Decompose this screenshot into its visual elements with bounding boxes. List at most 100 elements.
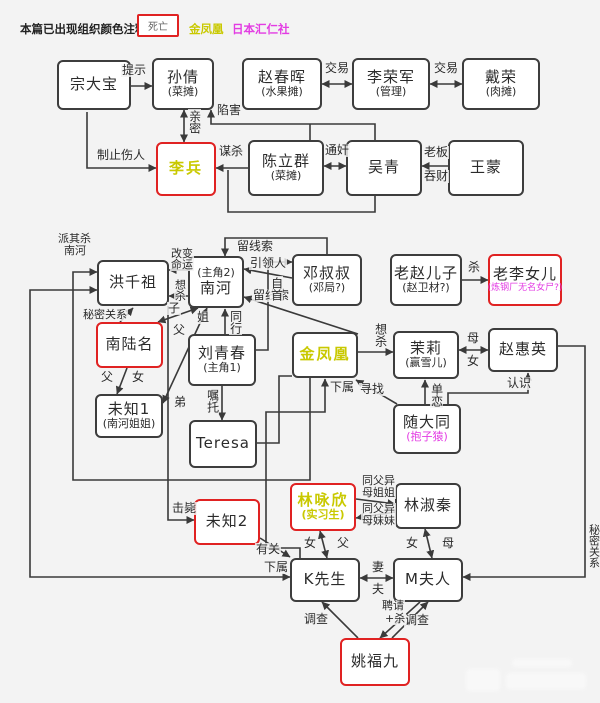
edge-label: 有关 <box>255 542 282 556</box>
edge-label: 想杀 <box>173 278 187 302</box>
node-subtitle: (菜摊) <box>167 85 199 99</box>
edge-label: 父 <box>336 536 351 550</box>
node-label: 南陆名 <box>105 335 154 354</box>
node-subtitle: (主角1) <box>203 361 241 375</box>
node-moli[interactable]: 茉莉(赢雪儿) <box>393 331 459 379</box>
node-weizhi2[interactable]: 未知2 <box>194 499 260 545</box>
node-subtitle: (管理) <box>375 85 407 99</box>
edge-label: 女 <box>405 536 420 550</box>
edge-wuqing-sunqian <box>207 109 376 140</box>
edge-label: 同父异 <box>361 502 396 515</box>
node-mfuren[interactable]: M夫人 <box>393 558 463 602</box>
edge-label: 女 <box>466 354 481 368</box>
edge-kxiansheng-jinfenghuang <box>265 378 329 558</box>
edge-label: 夫 <box>371 582 386 596</box>
edge-jinfenghuang-nanhe <box>243 295 359 335</box>
edge-label: 南河 <box>63 244 87 257</box>
edge-label: 母 <box>466 331 481 345</box>
node-label: 赵春晖 <box>257 68 306 87</box>
edge-label: 下属 <box>329 380 356 394</box>
node-linshuqin[interactable]: 林淑秦 <box>395 483 461 529</box>
edge-hongqianzu-kxiansheng <box>29 286 291 581</box>
edge-dengshushu-nanhe <box>221 237 328 257</box>
edge-label: 亲密 <box>187 109 202 135</box>
edge-jinfenghuang-hongqianzu <box>72 268 311 481</box>
node-label: Teresa <box>196 434 250 453</box>
node-label: 宗大宝 <box>69 75 118 94</box>
edge-label: 母姐姐 <box>361 486 396 499</box>
edge-teresa-jinfenghuang <box>257 375 292 444</box>
node-linyongxin[interactable]: 林咏欣(实习生) <box>290 483 356 531</box>
legend-death-box: 死亡 <box>137 14 179 37</box>
node-nanhe[interactable]: (主角2)南河 <box>188 256 244 308</box>
node-dengshushu[interactable]: 邓叔叔(邓局?) <box>292 254 362 306</box>
node-weizhi1[interactable]: 未知1(南河姐姐) <box>95 394 163 438</box>
node-chenliqun[interactable]: 陈立群(菜摊) <box>248 140 324 196</box>
node-label: 陈立群 <box>261 152 310 171</box>
node-teresa[interactable]: Teresa <box>189 420 257 468</box>
node-wuqing[interactable]: 吴青 <box>346 140 422 196</box>
edge-label: 提示 <box>121 63 148 77</box>
node-label: 茉莉 <box>409 339 442 358</box>
edge-label: 谋杀 <box>218 144 245 158</box>
node-label: 孙倩 <box>166 68 199 87</box>
node-subtitle: (肉摊) <box>485 85 517 99</box>
edge-label: 弟 <box>173 395 188 409</box>
legend-death-label: 死亡 <box>148 22 168 33</box>
node-suidatong[interactable]: 随大同(抱子猿) <box>393 404 461 454</box>
edge-label: 认识 <box>506 376 533 390</box>
node-label: 姚福九 <box>350 652 399 671</box>
node-dairong[interactable]: 戴荣(肉摊) <box>462 58 540 110</box>
legend-org-jinfenghuang: 金凤凰 <box>189 22 224 36</box>
node-label: 李兵 <box>168 159 203 178</box>
node-zhaohuiying[interactable]: 赵惠英 <box>488 328 558 372</box>
node-subtitle: (实习生) <box>301 508 345 522</box>
node-label: 林咏欣 <box>297 491 349 510</box>
node-subtitle: (抱子猿) <box>406 430 448 444</box>
node-label: 刘青春 <box>197 344 246 363</box>
edge-label: 调查 <box>303 612 330 626</box>
node-laolinver[interactable]: 老李女儿(炼钢厂无名女尸?) <box>488 254 562 306</box>
node-label: 林淑秦 <box>403 496 452 515</box>
edge-label: 命运 <box>170 258 194 271</box>
edge-label: 下属 <box>263 560 290 574</box>
edge-label: 母妹妹 <box>361 514 396 527</box>
node-sunqian[interactable]: 孙倩(菜摊) <box>152 58 214 110</box>
node-label: 洪千祖 <box>108 273 157 292</box>
edge-label: 母 <box>441 536 456 550</box>
node-subtitle: (南河姐姐) <box>102 417 156 431</box>
edge-label: 交易 <box>433 61 460 75</box>
node-liuqingchun[interactable]: 刘青春(主角1) <box>188 334 256 386</box>
node-lirongjun[interactable]: 李荣军(管理) <box>352 58 430 110</box>
node-subtitle: (赢雪儿) <box>405 356 447 370</box>
edge-label: 改变 <box>170 247 194 260</box>
edge-linyongxin-kxiansheng <box>318 530 329 559</box>
node-label: 王蒙 <box>469 158 502 177</box>
node-yaofujiu[interactable]: 姚福九 <box>340 638 410 686</box>
node-wangmeng[interactable]: 王蒙 <box>448 140 524 196</box>
node-label: 吴青 <box>367 158 400 177</box>
node-zongdabao[interactable]: 宗大宝 <box>57 60 131 110</box>
node-nanluming[interactable]: 南陆名 <box>96 322 163 368</box>
node-libing[interactable]: 李兵 <box>156 142 216 196</box>
node-zhaochunhui[interactable]: 赵春晖(水果摊) <box>242 58 322 110</box>
node-jinfenghuang[interactable]: 金凤凰 <box>292 332 358 378</box>
node-label: 随大同 <box>402 413 451 432</box>
edge-label: 老板 <box>423 145 450 159</box>
edge-label: 姐 <box>196 310 211 324</box>
node-label: 南河 <box>199 278 232 297</box>
edge-nanluming-weizhi1 <box>115 367 128 395</box>
edge-label: 杀 <box>467 260 482 274</box>
node-label: 赵惠英 <box>498 340 547 359</box>
edge-label: 吞财 <box>423 169 450 183</box>
node-kxiansheng[interactable]: K先生 <box>290 558 360 602</box>
node-subtitle: (赵卫材?) <box>402 281 450 295</box>
node-topnote: (主角2) <box>197 266 235 280</box>
node-hongqianzu[interactable]: 洪千祖 <box>97 260 169 306</box>
edge-label: 陷害 <box>216 103 243 117</box>
node-label: 邓叔叔 <box>302 264 351 283</box>
node-laozhaoerzi[interactable]: 老赵儿子(赵卫材?) <box>390 254 462 306</box>
edge-label: 妻 <box>371 560 386 574</box>
